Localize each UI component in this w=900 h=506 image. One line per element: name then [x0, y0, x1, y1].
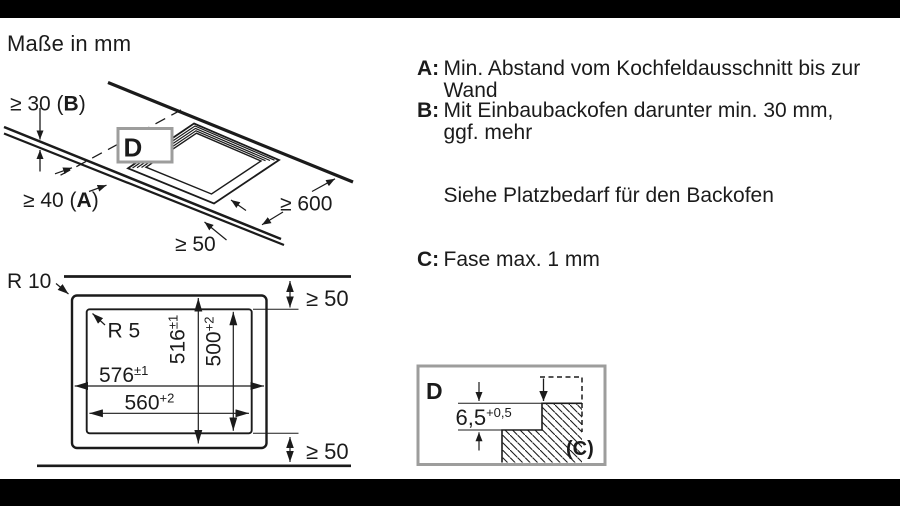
worktop-section-outline [501, 402, 582, 463]
dim-inner-height-label: 500+2 [202, 317, 226, 367]
radius-outer-label: R 10 [7, 270, 51, 293]
iso-view: D ≥ 30 (B) ≥ 40 (A) ≥ 50 [3, 81, 354, 256]
drawing-title: Maße in mm [7, 31, 132, 56]
dim-worktop-thickness: ≥ 30 (B) [10, 93, 86, 172]
dim-cutout-to-front: ≥ 40 (A) [23, 167, 107, 212]
dim-inner-height: 500+2 [202, 311, 238, 431]
cooktop-outline [70, 294, 268, 450]
note-b-key: B: [417, 99, 440, 122]
dim-outer-width: 576±1 [74, 363, 264, 390]
note-a-text: Min. Abstand vom Kochfeldausschnitt bis … [443, 57, 861, 102]
radius-inner-label: R 5 [108, 320, 141, 343]
technical-drawing: D ≥ 30 (B) ≥ 40 (A) ≥ 50 [3, 81, 354, 468]
dashed-extension-line [59, 109, 182, 177]
letterbox-bottom [0, 479, 900, 506]
dim-step-depth: 6,5+0,5 [456, 378, 548, 451]
note-b: B: Mit Einbaubackofen darunter min. 30 m… [417, 100, 900, 143]
dim-cutout-clearance-label: ≥ 50 [175, 233, 216, 256]
letterbox-top [0, 0, 900, 18]
plan-view: 516±1 500+2 576±1 560+2 ≥ 50 ≥ 50 [7, 270, 351, 468]
note-oven-reference-text: Siehe Platzbedarf für den Backofen [443, 184, 774, 207]
note-c-key: C: [417, 248, 440, 271]
note-a: A: Min. Abstand vom Kochfeldausschnitt b… [417, 58, 900, 101]
dim-outer-width-label: 576±1 [99, 363, 148, 387]
note-a-key: A: [417, 57, 440, 80]
dim-cutout-to-front-label: ≥ 40 (A) [23, 189, 99, 212]
detail-label: D [426, 378, 443, 404]
dim-inner-width-label: 560+2 [125, 391, 175, 415]
dim-clearance-bottom: ≥ 50 [286, 437, 349, 464]
dim-clearance-top-label: ≥ 50 [306, 286, 349, 311]
dim-step-depth-label: 6,5+0,5 [456, 405, 512, 430]
dim-cutout-clearance: ≥ 50 [175, 199, 247, 256]
dim-clearance-top: ≥ 50 [286, 281, 349, 311]
detail-d-marker: D [116, 127, 174, 164]
note-c-text: Fase max. 1 mm [443, 248, 600, 271]
dim-inner-width: 560+2 [89, 391, 249, 418]
detail-d-marker-box [116, 127, 174, 164]
radius-inner-callout: R 5 [92, 313, 141, 343]
notes-panel: A: Min. Abstand vom Kochfeldausschnitt b… [417, 58, 900, 271]
chamfer-ref-label: (C) [566, 438, 594, 460]
note-c: C: Fase max. 1 mm [417, 249, 900, 271]
dim-worktop-depth: ≥ 600 [261, 178, 336, 226]
dim-outer-height-label: 516±1 [166, 315, 190, 364]
dim-clearance-bottom-label: ≥ 50 [306, 439, 349, 464]
worktop-front-edge-top [3, 125, 282, 241]
worktop-section-hatch [502, 403, 582, 463]
dim-worktop-thickness-label: ≥ 30 (B) [10, 93, 86, 116]
detail-d-view: D 6,5+0,5 (C) [416, 364, 607, 466]
dim-outer-height: 516±1 [166, 298, 203, 444]
note-oven-reference: Siehe Platzbedarf für den Backofen [417, 185, 900, 207]
radius-outer-callout: R 10 [7, 270, 69, 295]
wall-line [107, 81, 354, 184]
worktop-front-edge-bottom [3, 132, 285, 247]
note-b-text: Mit Einbaubackofen darunter min. 30 mm, … [443, 99, 834, 144]
dim-worktop-depth-label: ≥ 600 [280, 193, 332, 216]
cooktop-glass-dashed [540, 376, 583, 432]
detail-d-marker-label: D [124, 133, 143, 163]
worktop-section [458, 402, 582, 463]
cutout-outline [85, 308, 253, 435]
